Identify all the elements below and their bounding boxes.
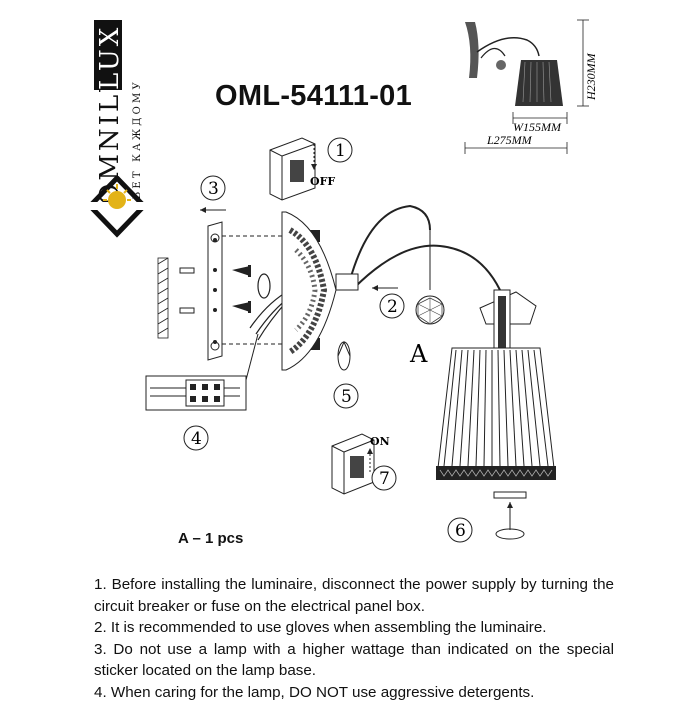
screw-icon: [232, 265, 251, 313]
switch-on-icon: [332, 434, 374, 494]
quantity-label: A – 1 pcs: [178, 530, 243, 547]
brand-lux-text: LUX: [95, 25, 125, 90]
step-6-number: 6: [455, 521, 466, 541]
lamp-shade: [436, 348, 556, 480]
model-title: OML-54111-01: [215, 80, 412, 113]
crystal-pendant-icon: [416, 230, 444, 324]
height-dimension: H230MM: [584, 52, 598, 101]
step-3-number: 3: [208, 179, 219, 199]
mini-wall-plate: [465, 22, 479, 78]
switch-off-icon: [270, 138, 317, 200]
note-1: 1. Before installing the luminaire, disc…: [94, 574, 614, 617]
step-2-number: 2: [387, 297, 398, 317]
brand-diamond-icon: [88, 176, 146, 240]
mini-arm: [477, 38, 539, 56]
switch-off-label: OFF: [310, 175, 335, 188]
mini-shade: [515, 60, 563, 106]
safety-notes: 1. Before installing the luminaire, disc…: [94, 574, 614, 703]
lamp-arm: [350, 206, 500, 290]
step-5-number: 5: [341, 387, 352, 407]
step-4-number: 4: [191, 429, 202, 449]
wall-plate: [282, 212, 336, 370]
mounting-bracket: [208, 222, 222, 360]
wall-icon: [158, 258, 168, 338]
step-7-number: 7: [379, 469, 390, 489]
step-1-number: 1: [335, 141, 346, 161]
arm-connector: [336, 274, 358, 290]
terminal-block: [146, 334, 258, 410]
rotate-icon: [338, 342, 350, 370]
switch-on-label: ON: [370, 435, 390, 448]
note-2: 2. It is recommended to use gloves when …: [94, 617, 614, 639]
shade-ring: [494, 492, 526, 498]
part-label: A: [409, 340, 428, 368]
lamp-socket: [480, 290, 536, 350]
assembly-diagram: OFF 1 3: [140, 130, 570, 550]
note-3: 3. Do not use a lamp with a higher watta…: [94, 639, 614, 682]
